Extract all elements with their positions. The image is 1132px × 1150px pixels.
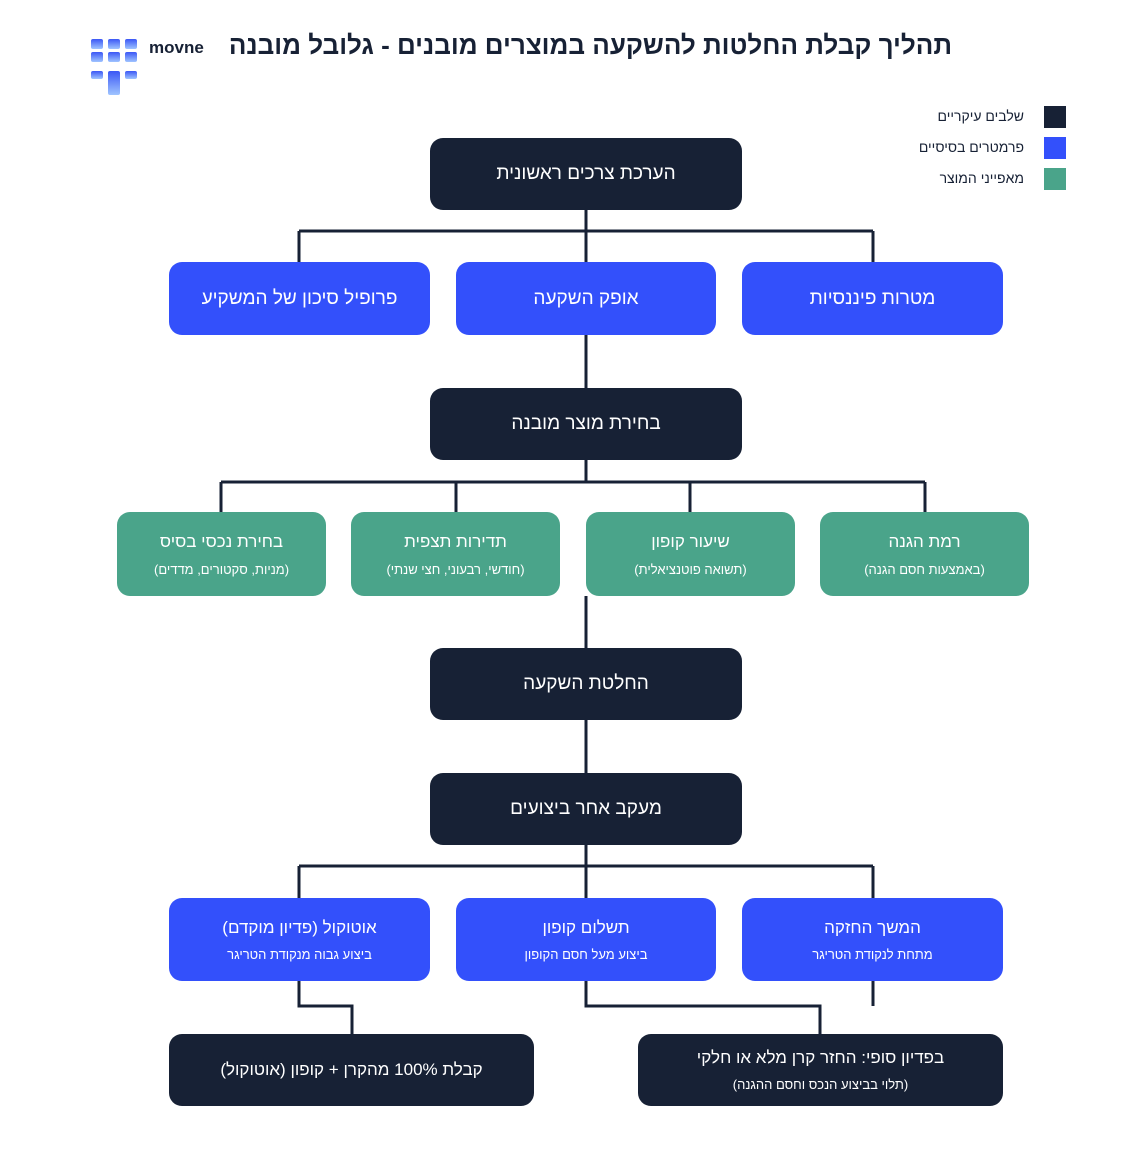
node-title: פרופיל סיכון של המשקיע bbox=[201, 287, 398, 309]
node-continue-holding: המשך החזקה מתחת לנקודת הטריגר bbox=[742, 898, 1003, 981]
legend-item-product-features: מאפייני המוצר bbox=[800, 168, 1066, 190]
connector bbox=[297, 210, 875, 262]
node-observation-frequency: תדירות תצפית (חודשי, רבעוני, חצי שנתי) bbox=[351, 512, 560, 596]
node-full-principal-return: קבלת 100% מהקרן + קופון (אוטוקול) bbox=[169, 1034, 534, 1106]
node-title: החלטת השקעה bbox=[523, 673, 649, 694]
node-protection-level: רמת הגנה (באמצעות חסם הגנה) bbox=[820, 512, 1029, 596]
legend-item-basic-params: פרמטרים בסיסיים bbox=[800, 137, 1066, 159]
node-title: הערכת צרכים ראשונית bbox=[496, 163, 676, 184]
node-subtitle: מתחת לנקודת הטריגר bbox=[812, 946, 933, 962]
legend-swatch bbox=[1044, 106, 1066, 128]
logo bbox=[90, 38, 138, 96]
legend-label: מאפייני המוצר bbox=[939, 170, 1024, 186]
node-title: מטרות פיננסיות bbox=[809, 287, 936, 309]
legend-swatch bbox=[1044, 168, 1066, 190]
node-investment-decision: החלטת השקעה bbox=[430, 648, 742, 720]
node-product-selection: בחירת מוצר מובנה bbox=[430, 388, 742, 460]
node-title: המשך החזקה bbox=[824, 917, 921, 937]
node-coupon-rate: שיעור קופון (תשואה פוטנציאלית) bbox=[586, 512, 795, 596]
legend-swatch bbox=[1044, 137, 1066, 159]
node-underlying-assets: בחירת נכסי בסיס (מניות, סקטורים, מדדים) bbox=[117, 512, 326, 596]
node-title: שיעור קופון bbox=[651, 531, 730, 551]
connector bbox=[584, 981, 822, 1034]
node-title: אוטוקול (פדיון מוקדם) bbox=[222, 917, 377, 937]
node-subtitle: (חודשי, רבעוני, חצי שנתי) bbox=[386, 561, 525, 577]
node-title: רמת הגנה bbox=[888, 531, 961, 551]
node-title: קבלת 100% מהקרן + קופון (אוטוקול) bbox=[220, 1060, 483, 1079]
node-title: תשלום קופון bbox=[542, 917, 630, 937]
node-financial-goals: מטרות פיננסיות bbox=[742, 262, 1003, 335]
node-title: אופק השקעה bbox=[533, 287, 639, 309]
node-performance-tracking: מעקב אחר ביצועים bbox=[430, 773, 742, 845]
legend-label: פרמטרים בסיסיים bbox=[918, 139, 1024, 155]
node-investment-horizon: אופק השקעה bbox=[456, 262, 716, 335]
node-subtitle: ביצוע גבוה מנקודת הטריגר bbox=[227, 946, 372, 962]
node-subtitle: ביצוע מעל חסם הקופון bbox=[524, 946, 648, 962]
page-title: תהליך קבלת החלטות להשקעה במוצרים מובנים … bbox=[228, 30, 952, 60]
node-initial-needs: הערכת צרכים ראשונית bbox=[430, 138, 742, 210]
connector bbox=[219, 460, 927, 512]
node-title: בפדיון סופי: החזר קרן מלא או חלקי bbox=[696, 1048, 945, 1067]
legend-item-main-stages: שלבים עיקריים bbox=[800, 106, 1066, 128]
node-title: מעקב אחר ביצועים bbox=[510, 798, 662, 819]
brand-name: movne bbox=[149, 38, 204, 57]
node-subtitle: (תשואה פוטנציאלית) bbox=[634, 561, 747, 577]
node-subtitle: (מניות, סקטורים, מדדים) bbox=[153, 561, 290, 577]
legend-label: שלבים עיקריים bbox=[937, 108, 1024, 124]
node-risk-profile: פרופיל סיכון של המשקיע bbox=[169, 262, 430, 335]
logo-icon bbox=[91, 39, 137, 95]
node-title: תדירות תצפית bbox=[404, 531, 507, 551]
connector bbox=[297, 981, 354, 1034]
node-final-redemption: בפדיון סופי: החזר קרן מלא או חלקי (תלוי … bbox=[638, 1034, 1003, 1106]
node-title: בחירת נכסי בסיס bbox=[159, 531, 284, 551]
node-coupon-payment: תשלום קופון ביצוע מעל חסם הקופון bbox=[456, 898, 716, 981]
connector bbox=[297, 845, 875, 898]
node-title: בחירת מוצר מובנה bbox=[511, 413, 661, 434]
node-subtitle: (באמצעות חסם הגנה) bbox=[864, 561, 985, 577]
node-autocall: אוטוקול (פדיון מוקדם) ביצוע גבוה מנקודת … bbox=[169, 898, 430, 981]
node-subtitle: (תלוי בביצוע הנכס וחסם ההגנה) bbox=[732, 1077, 909, 1092]
